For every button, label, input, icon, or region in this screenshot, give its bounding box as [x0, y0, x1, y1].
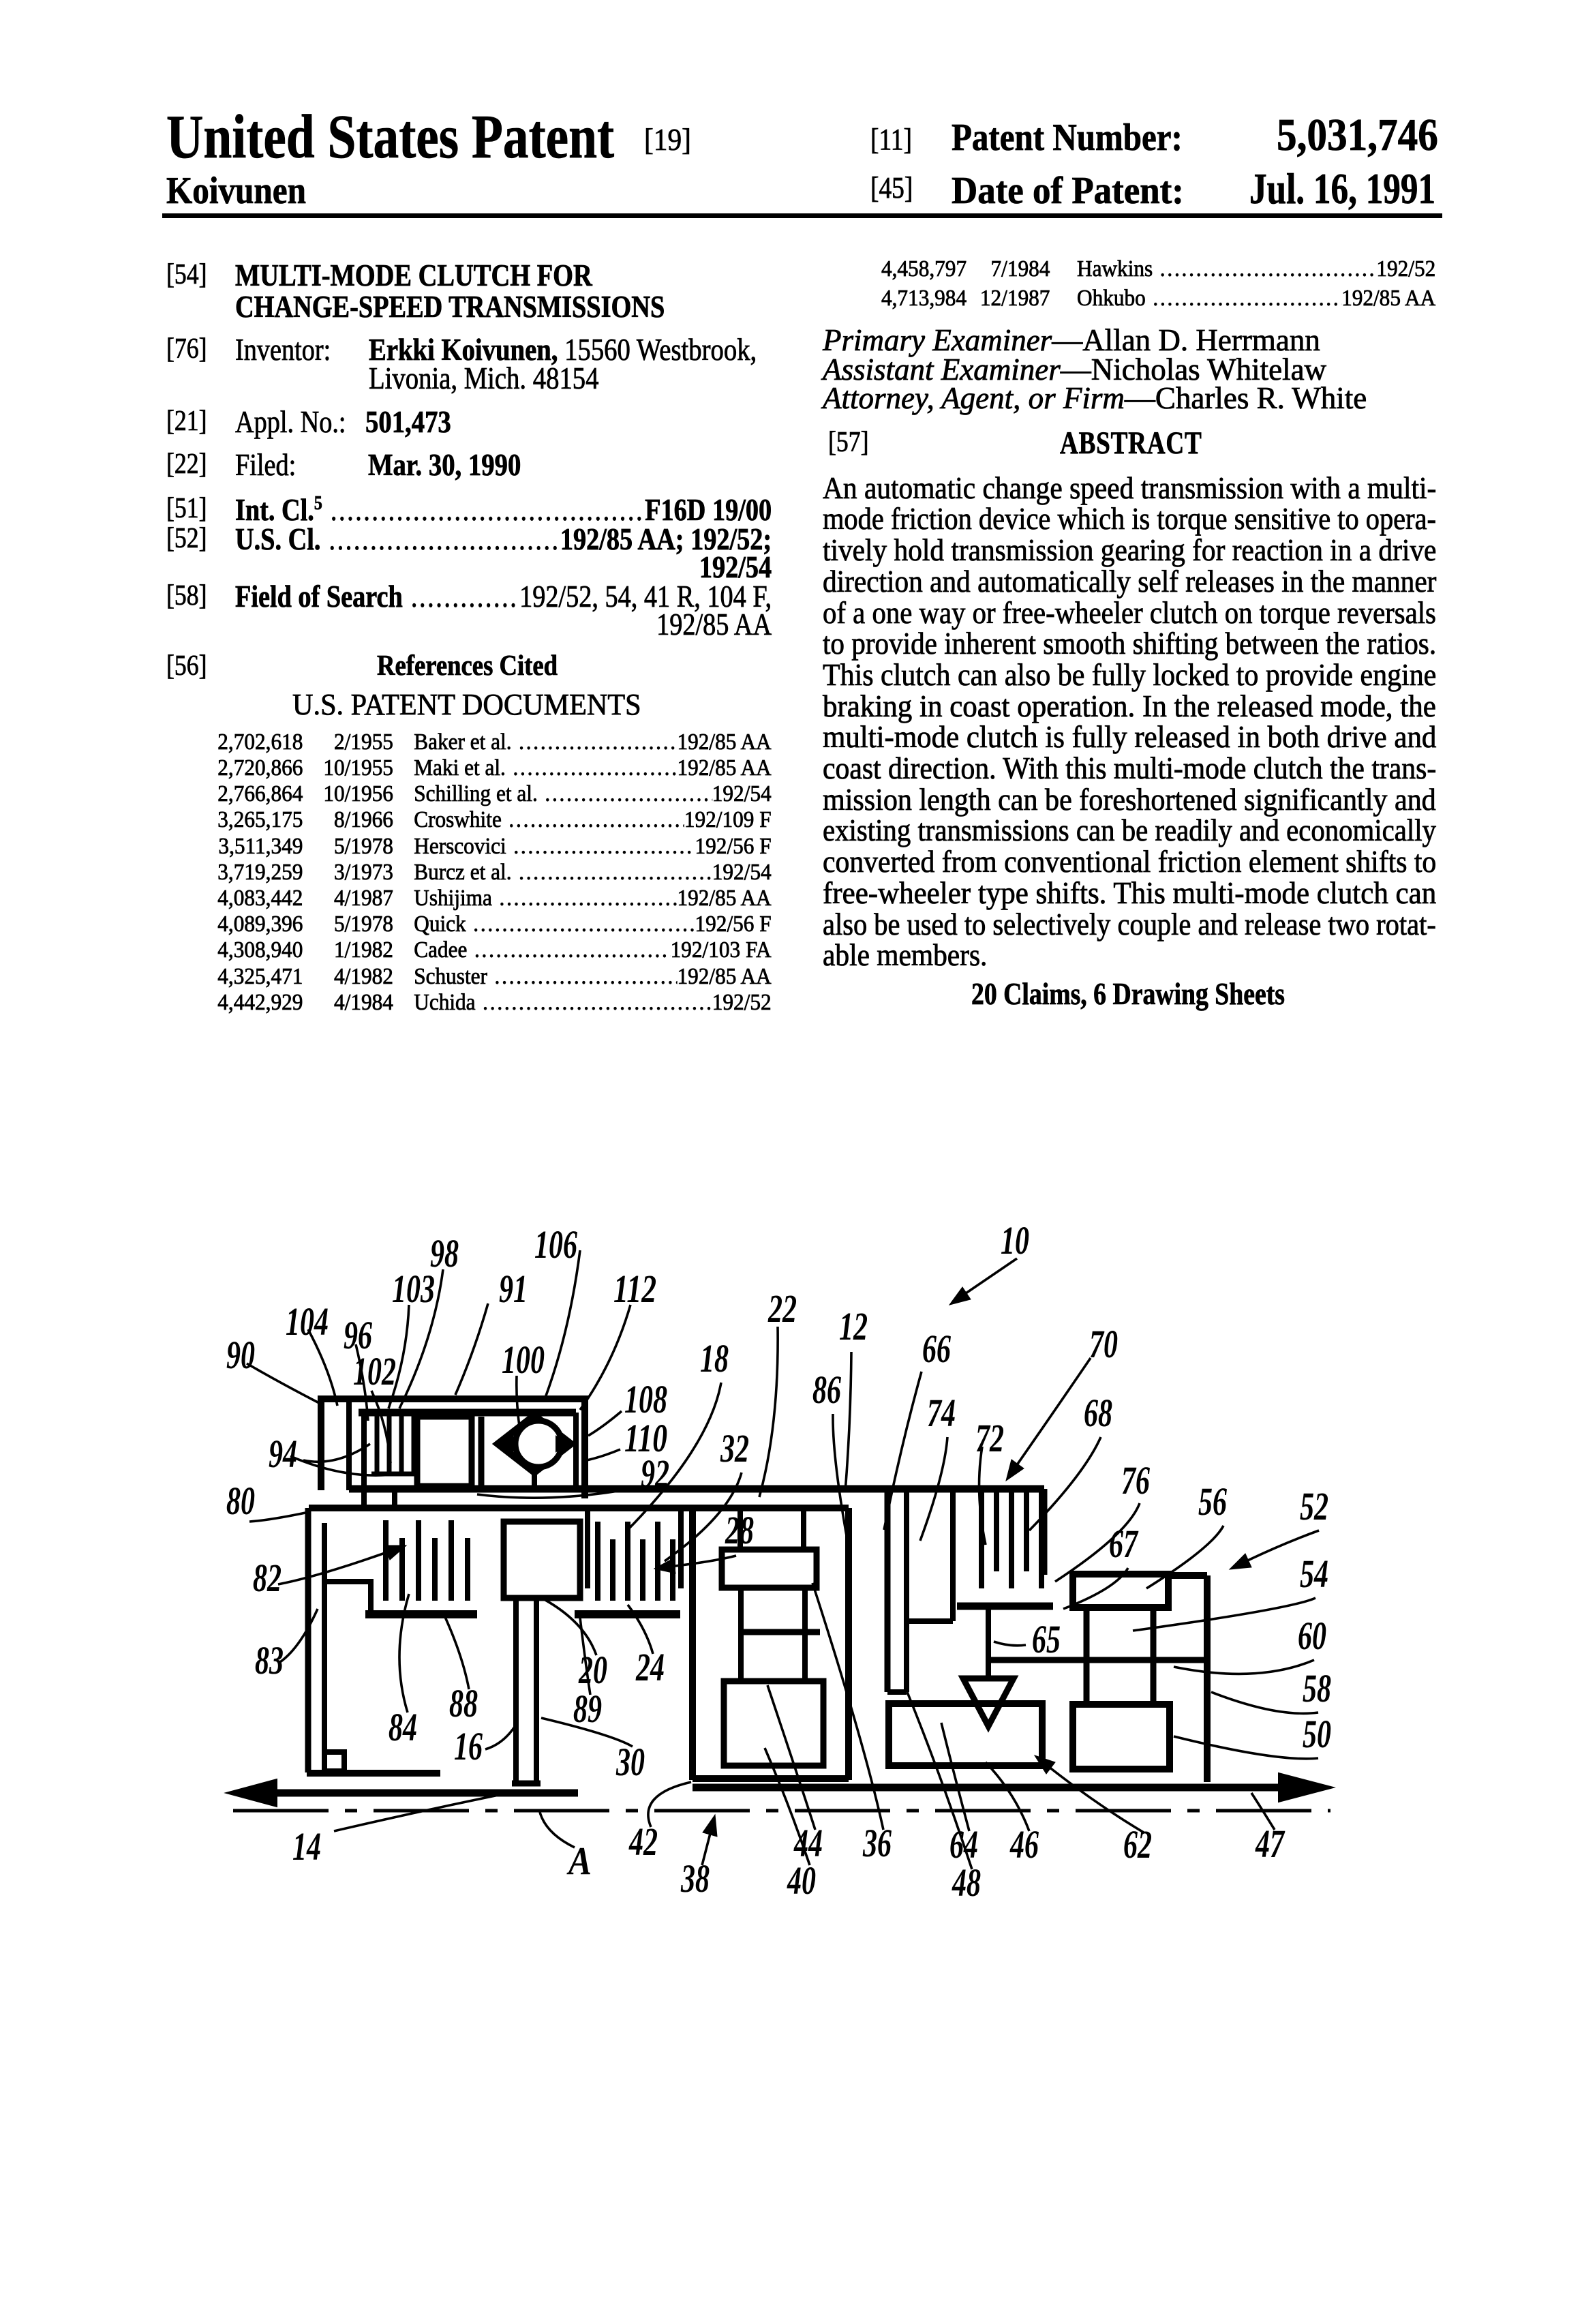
svg-text:94: 94 [269, 1432, 297, 1476]
svg-text:68: 68 [1084, 1391, 1112, 1435]
svg-text:84: 84 [389, 1705, 417, 1749]
svg-text:112: 112 [613, 1267, 656, 1311]
svg-text:16: 16 [454, 1724, 483, 1768]
svg-text:40: 40 [787, 1858, 816, 1903]
svg-text:96: 96 [344, 1313, 372, 1357]
svg-text:18: 18 [700, 1336, 729, 1380]
svg-text:100: 100 [502, 1338, 545, 1382]
svg-text:44: 44 [793, 1821, 823, 1865]
svg-text:66: 66 [922, 1327, 951, 1371]
svg-text:67: 67 [1109, 1522, 1138, 1566]
svg-text:38: 38 [680, 1856, 710, 1901]
svg-text:24: 24 [635, 1645, 665, 1689]
svg-text:82: 82 [253, 1556, 282, 1600]
svg-text:28: 28 [725, 1508, 754, 1552]
svg-text:42: 42 [628, 1820, 658, 1864]
svg-text:30: 30 [615, 1740, 645, 1784]
svg-text:80: 80 [226, 1479, 255, 1523]
svg-text:A: A [566, 1839, 592, 1883]
svg-text:72: 72 [975, 1416, 1004, 1460]
svg-text:20: 20 [578, 1648, 607, 1692]
svg-text:64: 64 [949, 1822, 978, 1867]
svg-text:104: 104 [286, 1299, 329, 1344]
svg-text:76: 76 [1121, 1458, 1150, 1503]
svg-text:92: 92 [641, 1451, 669, 1496]
svg-text:46: 46 [1009, 1822, 1039, 1867]
svg-text:48: 48 [952, 1860, 981, 1905]
svg-text:103: 103 [392, 1267, 435, 1311]
svg-text:12: 12 [839, 1304, 868, 1348]
svg-text:91: 91 [499, 1267, 528, 1311]
svg-text:108: 108 [624, 1377, 667, 1421]
svg-text:36: 36 [862, 1821, 892, 1865]
svg-text:52: 52 [1300, 1484, 1328, 1528]
svg-text:102: 102 [353, 1349, 396, 1393]
svg-text:14: 14 [292, 1824, 321, 1869]
svg-text:88: 88 [449, 1681, 478, 1725]
svg-text:58: 58 [1303, 1666, 1331, 1710]
svg-text:47: 47 [1255, 1822, 1285, 1866]
svg-text:90: 90 [226, 1333, 255, 1377]
svg-text:65: 65 [1032, 1617, 1061, 1661]
svg-text:60: 60 [1298, 1614, 1326, 1658]
svg-text:32: 32 [720, 1426, 749, 1470]
svg-text:89: 89 [573, 1687, 602, 1731]
svg-text:98: 98 [430, 1231, 459, 1276]
svg-text:22: 22 [767, 1286, 797, 1331]
svg-text:50: 50 [1303, 1712, 1331, 1756]
svg-text:70: 70 [1089, 1322, 1118, 1366]
svg-text:62: 62 [1123, 1822, 1152, 1867]
svg-text:110: 110 [624, 1416, 667, 1460]
svg-text:74: 74 [927, 1391, 956, 1435]
svg-text:10: 10 [1001, 1218, 1029, 1263]
svg-text:54: 54 [1300, 1552, 1328, 1596]
svg-text:106: 106 [534, 1222, 577, 1267]
svg-text:86: 86 [812, 1368, 841, 1412]
svg-text:83: 83 [255, 1638, 284, 1682]
svg-text:56: 56 [1198, 1479, 1227, 1524]
